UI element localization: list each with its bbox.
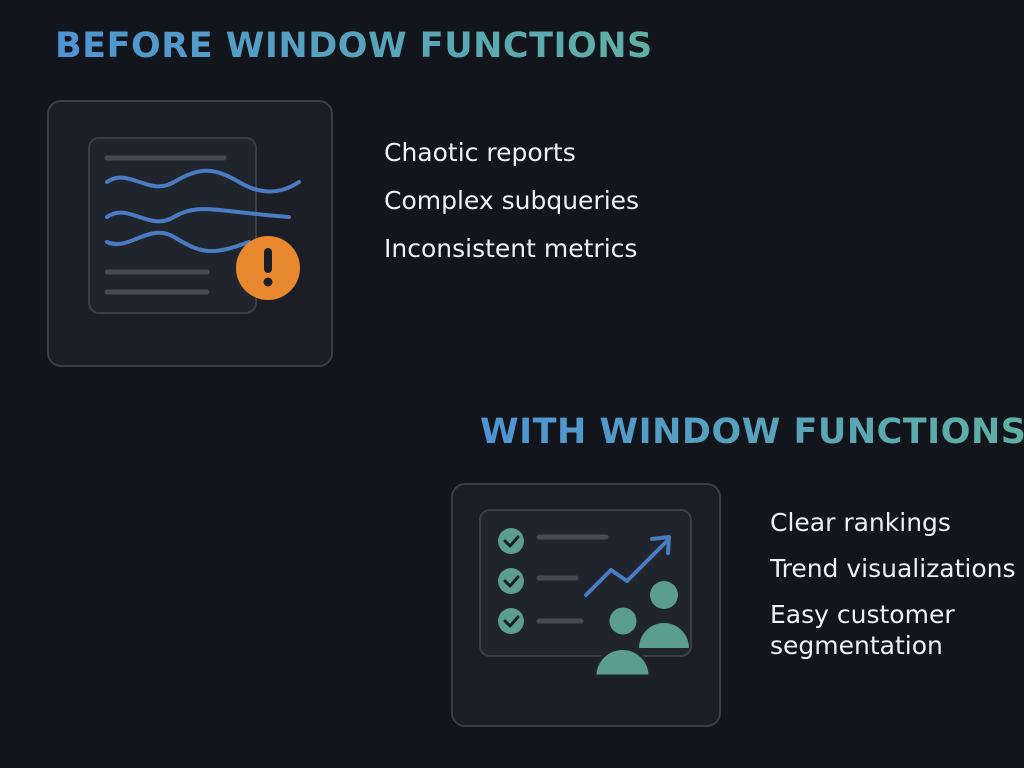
before-point-1: Chaotic reports xyxy=(384,138,576,167)
after-illustration-panel xyxy=(451,483,721,727)
messy-report-icon xyxy=(88,137,301,314)
after-point-3: Easy customer segmentation xyxy=(770,600,955,660)
after-point-1: Clear rankings xyxy=(770,508,951,537)
trend-arrow-icon xyxy=(584,535,671,597)
checklist-trend-customers-icon xyxy=(479,509,692,678)
warning-icon xyxy=(236,236,300,300)
before-point-3: Inconsistent metrics xyxy=(384,234,638,263)
after-heading: WITH WINDOW FUNCTIONS xyxy=(480,412,1024,452)
check-icon xyxy=(498,528,524,554)
before-points-list: Chaotic reports Complex subqueries Incon… xyxy=(384,137,664,281)
after-point-2: Trend visualizations xyxy=(770,554,1016,583)
after-points-list: Clear rankings Trend visualizations Easy… xyxy=(770,507,1020,676)
customers-icon xyxy=(593,581,689,678)
check-icon xyxy=(498,568,524,594)
before-point-2: Complex subqueries xyxy=(384,186,640,215)
before-illustration-panel xyxy=(47,100,333,367)
before-heading: BEFORE WINDOW FUNCTIONS xyxy=(55,26,653,66)
check-icon xyxy=(498,608,524,634)
